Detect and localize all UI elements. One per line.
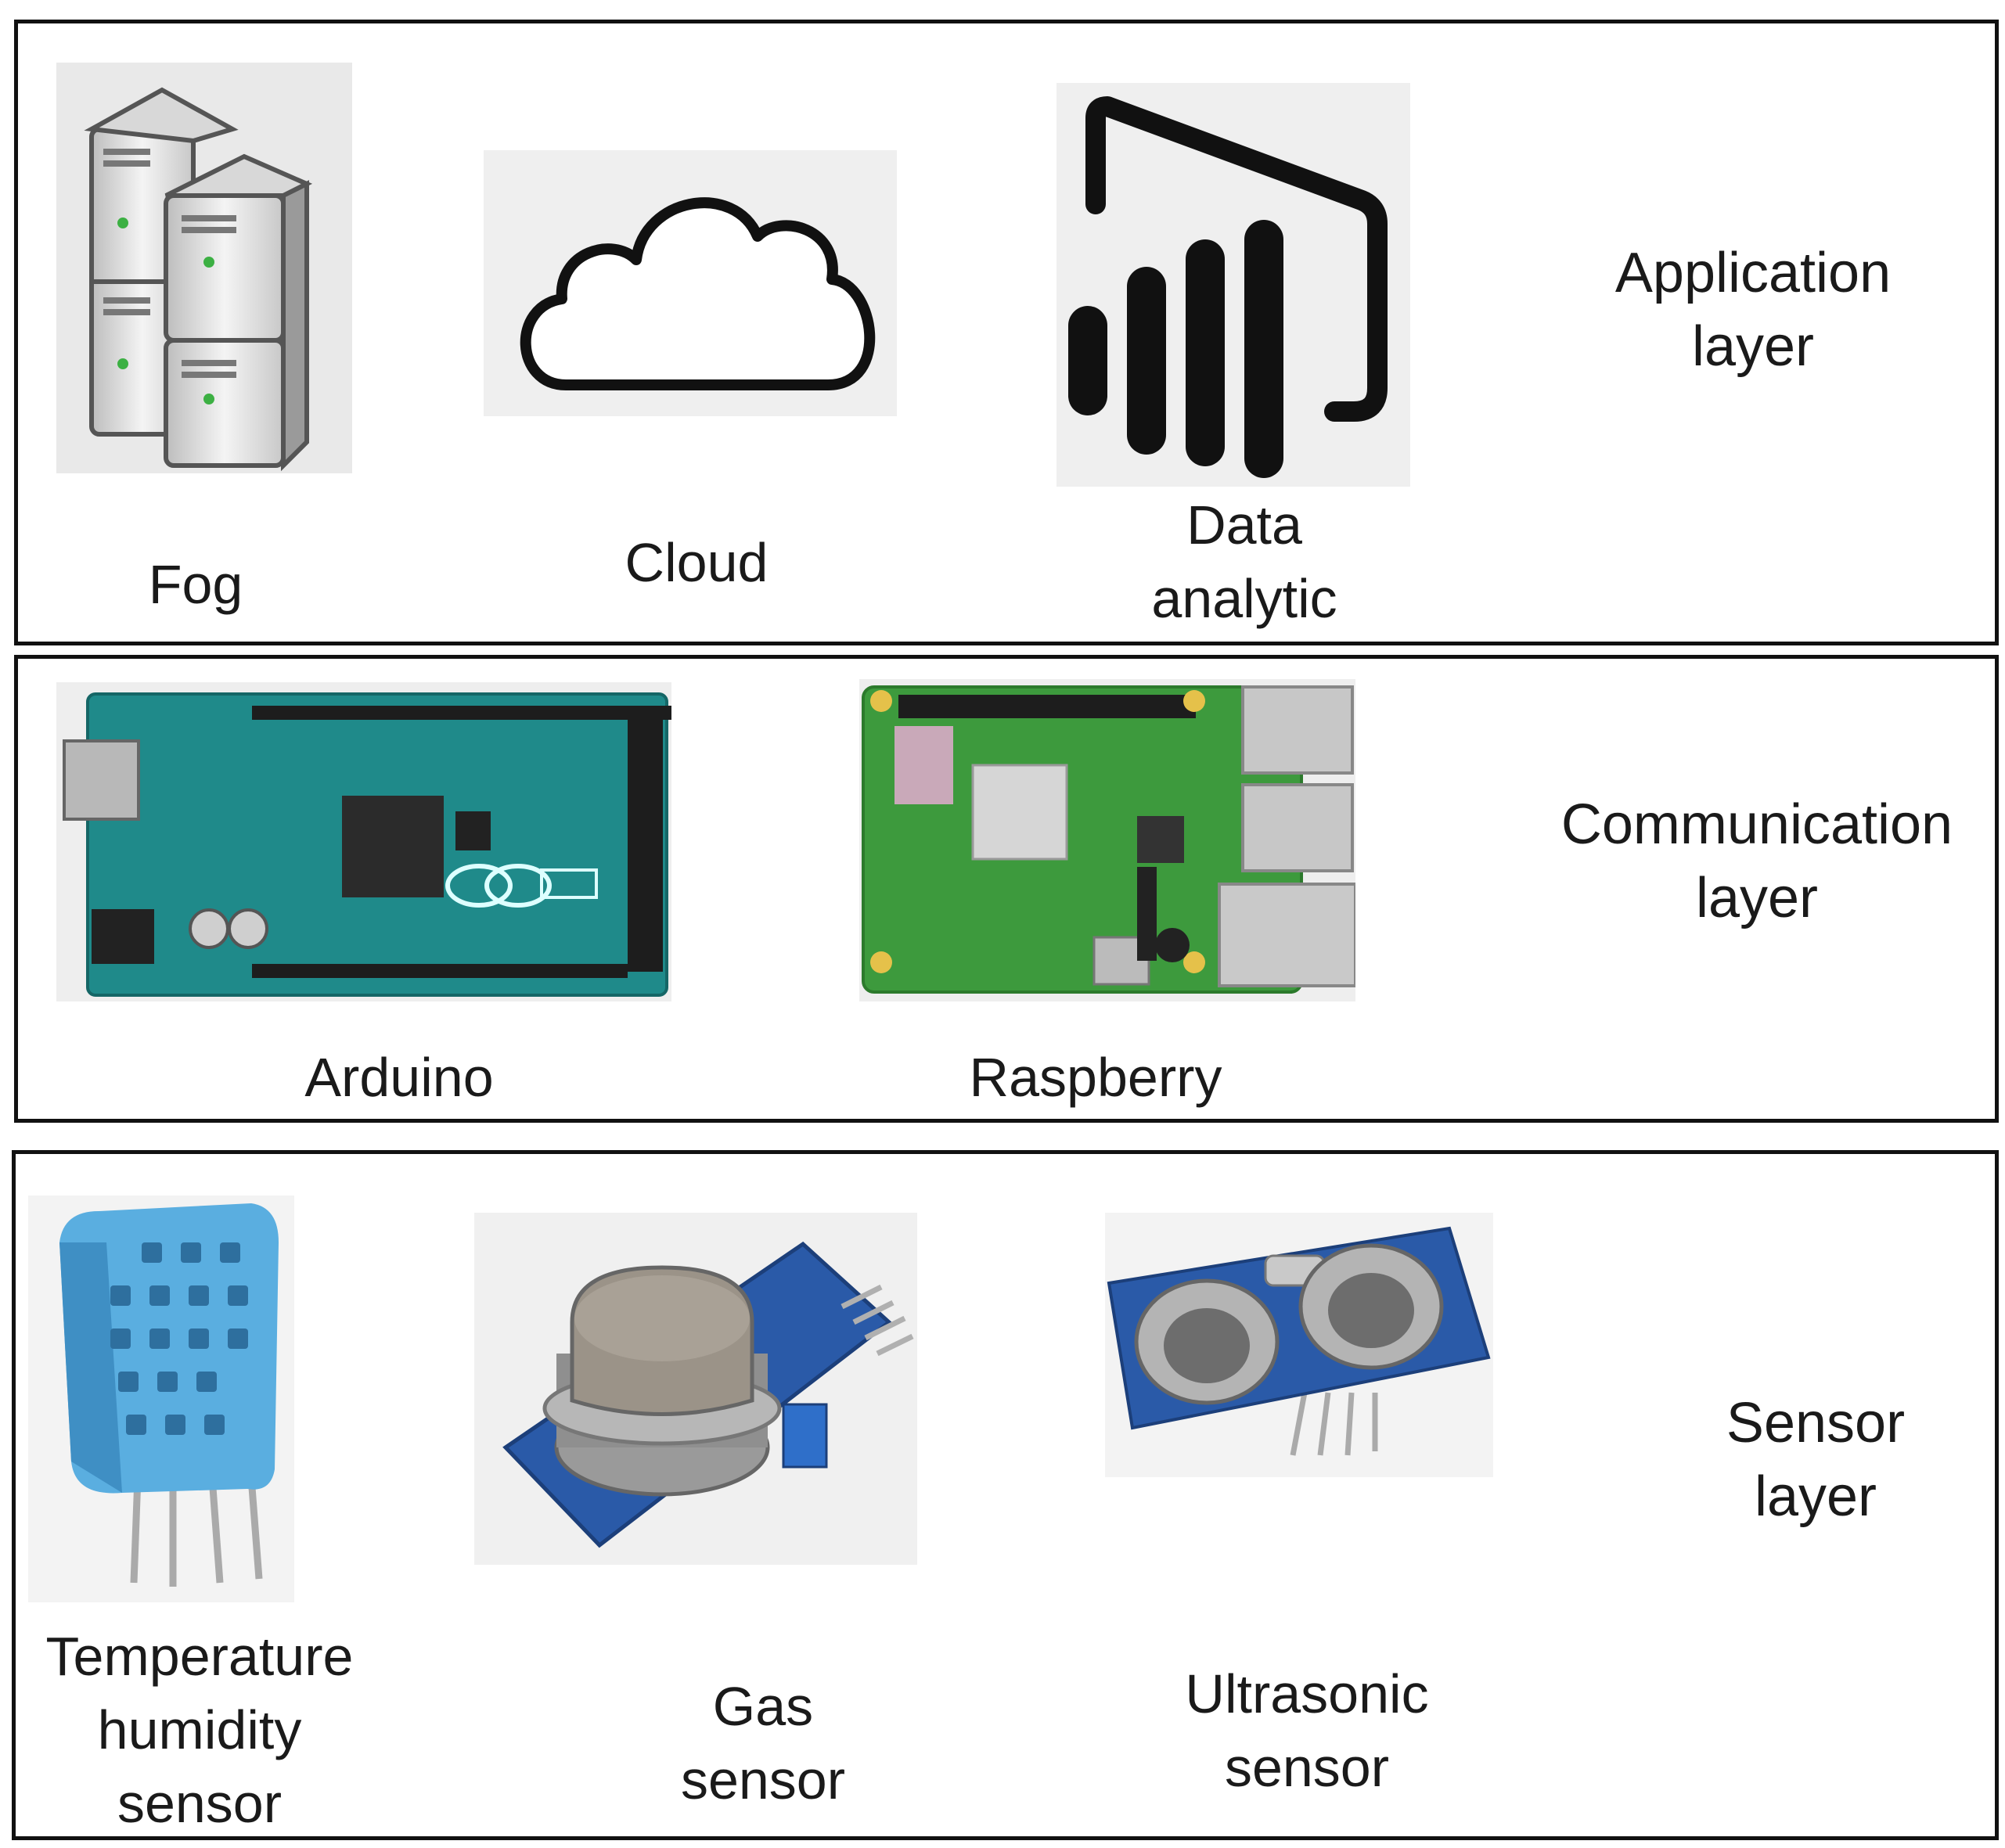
- fog-label: Fog: [148, 554, 243, 615]
- raspberry-pi-board-icon: [859, 679, 1355, 1001]
- analytics-icon: [1056, 83, 1410, 487]
- temperature-humidity-sensor-label: Temperature humidity sensor: [45, 1626, 354, 1834]
- sensor-layer-label: Sensor layer: [1726, 1392, 1906, 1528]
- dht-sensor-icon: [28, 1195, 294, 1602]
- arduino-label: Arduino: [304, 1047, 494, 1108]
- arduino-board-icon: [56, 682, 671, 1001]
- server-stack-icon: [56, 63, 352, 473]
- sensor-layer-box: [12, 1150, 1999, 1840]
- ultrasonic-sensor-icon: [1105, 1213, 1493, 1477]
- ultrasonic-sensor-label: Ultrasonic sensor: [1185, 1663, 1429, 1798]
- gas-sensor-label: Gas sensor: [680, 1676, 846, 1810]
- cloud-icon: [484, 150, 897, 416]
- application-layer-label: Application layer: [1614, 242, 1892, 378]
- communication-layer-label: Communication layer: [1560, 793, 1953, 929]
- raspberry-label: Raspberry: [969, 1047, 1222, 1108]
- gas-sensor-icon: [474, 1213, 917, 1565]
- cloud-label: Cloud: [625, 532, 769, 593]
- data-analytic-label: Data analytic: [1151, 494, 1337, 629]
